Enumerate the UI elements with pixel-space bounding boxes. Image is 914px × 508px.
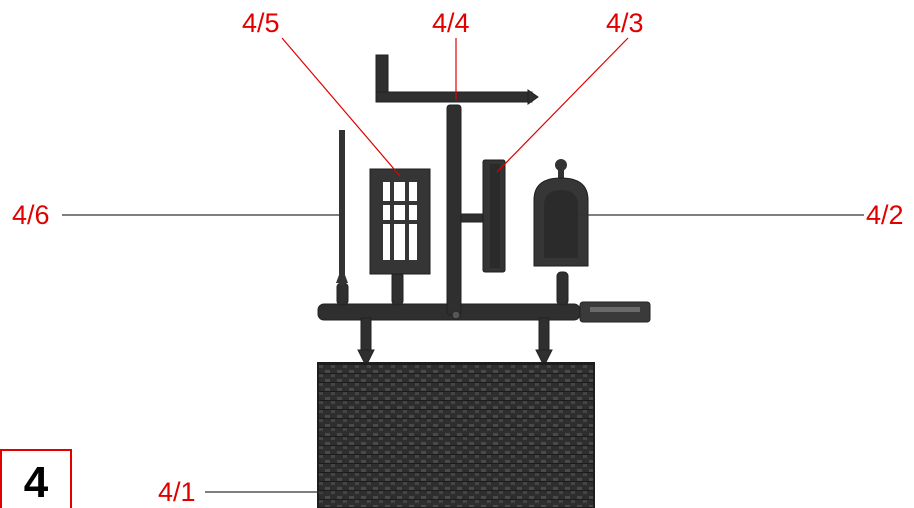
- part-4-2-door: [533, 159, 589, 267]
- leader-4-5: [281, 37, 401, 177]
- part-4-6-rod: [336, 130, 348, 285]
- callout-4-4: 4/4: [432, 8, 470, 38]
- leader-4-3: [496, 37, 629, 173]
- callout-4-2: 4/2: [866, 200, 904, 230]
- callout-4-1: 4/1: [158, 477, 196, 507]
- callout-4-5: 4/5: [242, 8, 280, 38]
- leader-lines: [62, 37, 864, 493]
- sheet-number-badge: 4: [0, 449, 72, 508]
- part-4-1-panel: [317, 362, 595, 508]
- callout-4-6: 4/6: [12, 200, 50, 230]
- part-4-3-block: [482, 159, 506, 273]
- sprue-runner: [317, 54, 651, 363]
- callout-4-3: 4/3: [606, 8, 644, 38]
- part-4-5-window-frame: [369, 168, 431, 275]
- sheet-number: 4: [23, 457, 49, 507]
